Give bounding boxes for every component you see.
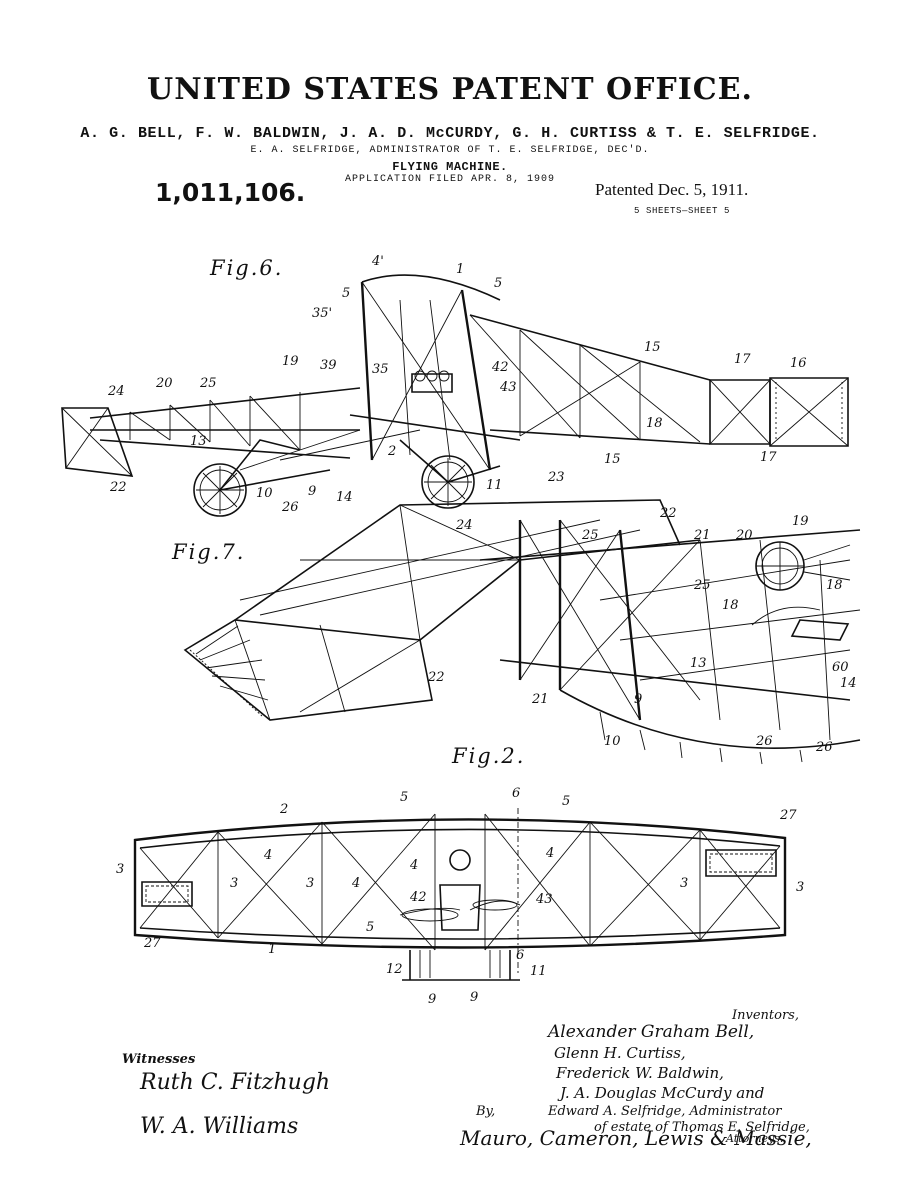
inventors-label: Inventors, xyxy=(732,1008,799,1023)
patented-date: Patented Dec. 5, 1911. xyxy=(595,180,749,199)
fig6-ref: 24 xyxy=(108,384,125,399)
fig7-drawing xyxy=(183,499,861,765)
attorneys-label: Attorneys. xyxy=(726,1132,784,1145)
patent-office-heading: UNITED STATES PATENT OFFICE. xyxy=(147,72,753,107)
witness-signature-2: W. A. Williams xyxy=(140,1114,299,1139)
fig2-ref: 4 xyxy=(546,846,555,861)
fig6-ref: 35 xyxy=(372,362,389,377)
fig6-ref: 11 xyxy=(486,478,503,493)
fig7-ref: 18 xyxy=(722,598,739,613)
administrator-line: E. A. SELFRIDGE, ADMINISTRATOR OF T. E. … xyxy=(250,145,650,156)
fig2-ref: 5 xyxy=(400,790,409,805)
fig6-ref: 17 xyxy=(760,450,777,465)
fig2-ref: 5 xyxy=(366,920,375,935)
fig6-ref: 15 xyxy=(644,340,661,355)
fig2-ref: 27 xyxy=(144,936,161,951)
fig6-ref: 9 xyxy=(308,484,317,499)
fig7-ref: 13 xyxy=(690,656,707,671)
fig6-ref: 1 xyxy=(456,262,465,277)
invention-title: FLYING MACHINE. xyxy=(392,160,508,174)
fig2-ref: 5 xyxy=(562,794,571,809)
inventor-signature: Edward A. Selfridge, Administrator xyxy=(548,1104,782,1119)
fig2-ref: 43 xyxy=(536,892,553,907)
fig2-ref: 12 xyxy=(386,962,403,977)
fig6-ref: 16 xyxy=(790,356,807,371)
fig6-ref: 14 xyxy=(336,490,353,505)
fig2-ref: 1 xyxy=(268,942,277,957)
fig7-ref: 26 xyxy=(816,740,833,755)
fig7-ref: 21 xyxy=(694,528,711,543)
fig6-ref: 35' xyxy=(312,306,333,321)
fig7-ref: 23 xyxy=(548,470,565,485)
fig2-drawing xyxy=(133,808,787,981)
fig6-ref: 15 xyxy=(604,452,621,467)
fig6-ref: 17 xyxy=(734,352,751,367)
fig7-ref: 14 xyxy=(840,676,857,691)
inventor-signature: Glenn H. Curtiss, xyxy=(554,1044,686,1062)
inventor-signature: of estate of Thomas E. Selfridge, xyxy=(594,1120,810,1135)
fig6-ref: 43 xyxy=(500,380,517,395)
patent-number: 1,011,106. xyxy=(155,178,306,207)
sheet-count: 5 SHEETS—SHEET 5 xyxy=(634,206,731,216)
fig2-ref: 3 xyxy=(796,880,805,895)
fig6-label: Fig.6. xyxy=(210,256,284,280)
fig2-ref: 27 xyxy=(780,808,797,823)
fig6-ref: 18 xyxy=(646,416,663,431)
fig2-label: Fig.2. xyxy=(452,744,526,768)
fig7-ref: 26 xyxy=(756,734,773,749)
attorneys-signature: Mauro, Cameron, Lewis & Massie, xyxy=(460,1126,812,1150)
application-filed: APPLICATION FILED APR. 8, 1909 xyxy=(344,174,556,185)
inventors-line: A. G. BELL, F. W. BALDWIN, J. A. D. McCU… xyxy=(80,125,820,142)
fig2-ref: 3 xyxy=(116,862,125,877)
inventor-signature: J. A. Douglas McCurdy and xyxy=(560,1084,765,1102)
fig6-ref: 19 xyxy=(282,354,299,369)
fig2-ref: 4 xyxy=(352,876,361,891)
fig7-ref: 18 xyxy=(826,578,843,593)
fig7-ref: 21 xyxy=(532,692,549,707)
by-label: By, xyxy=(476,1104,496,1119)
inventor-signature: Alexander Graham Bell, xyxy=(548,1022,755,1042)
fig2-ref: 9 xyxy=(428,992,437,1007)
fig6-ref: 20 xyxy=(156,376,173,391)
fig7-ref: 25 xyxy=(694,578,711,593)
fig7-ref: 22 xyxy=(428,670,445,685)
fig2-ref: 4 xyxy=(264,848,273,863)
fig7-ref: 20 xyxy=(736,528,753,543)
inventor-signature: Frederick W. Baldwin, xyxy=(556,1064,724,1082)
fig7-ref: 22 xyxy=(660,506,677,521)
witnesses-label: Witnesses xyxy=(122,1052,196,1067)
fig6-ref: 2 xyxy=(388,444,397,459)
fig7-ref: 24 xyxy=(456,518,473,533)
fig6-ref: 10 xyxy=(256,486,273,501)
fig7-ref: 60 xyxy=(832,660,849,675)
fig6-ref: 25 xyxy=(200,376,217,391)
fig7-ref: 10 xyxy=(604,734,621,749)
fig6-ref: 26 xyxy=(282,500,299,515)
fig2-ref: 4 xyxy=(410,858,419,873)
fig2-ref: 6 xyxy=(516,948,525,963)
fig6-ref: 4' xyxy=(372,254,384,269)
fig6-ref: 13 xyxy=(190,434,207,449)
fig2-ref: 3 xyxy=(680,876,689,891)
fig2-ref: 6 xyxy=(512,786,521,801)
fig2-ref: 3 xyxy=(230,876,239,891)
fig6-ref: 5 xyxy=(494,276,503,291)
fig6-ref: 5 xyxy=(342,286,351,301)
fig7-label: Fig.7. xyxy=(172,540,246,564)
fig6-ref: 39 xyxy=(320,358,337,373)
fig6-ref: 42 xyxy=(492,360,509,375)
fig2-ref: 9 xyxy=(470,990,479,1005)
witness-signature-1: Ruth C. Fitzhugh xyxy=(140,1070,331,1095)
fig7-ref: 19 xyxy=(792,514,809,529)
fig2-ref: 3 xyxy=(306,876,315,891)
fig6-ref: 22 xyxy=(110,480,127,495)
fig2-ref: 2 xyxy=(280,802,289,817)
fig2-ref: 42 xyxy=(410,890,427,905)
fig7-ref: 9 xyxy=(634,692,643,707)
fig7-ref: 25 xyxy=(582,528,599,543)
fig6-drawing xyxy=(61,274,849,517)
fig2-ref: 11 xyxy=(530,964,547,979)
